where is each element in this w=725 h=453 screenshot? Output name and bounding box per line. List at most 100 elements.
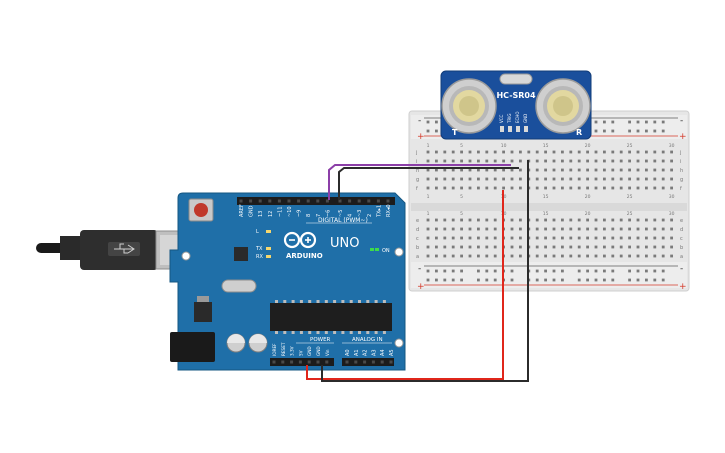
breadboard-hole[interactable]: [636, 150, 640, 154]
rail-hole[interactable]: [636, 278, 640, 282]
breadboard-hole[interactable]: [535, 227, 539, 231]
breadboard-hole[interactable]: [645, 218, 648, 222]
breadboard-hole[interactable]: [451, 227, 455, 231]
breadboard-hole[interactable]: [535, 150, 539, 154]
breadboard-hole[interactable]: [426, 245, 430, 249]
breadboard-hole[interactable]: [493, 254, 497, 258]
breadboard-hole[interactable]: [426, 150, 430, 154]
breadboard-hole[interactable]: [636, 159, 640, 163]
breadboard-hole[interactable]: [661, 236, 665, 240]
analog-pin-hole[interactable]: [389, 360, 393, 364]
breadboard-hole[interactable]: [443, 186, 447, 190]
breadboard-hole[interactable]: [653, 150, 657, 154]
digital-pin-hole[interactable]: [287, 199, 291, 203]
breadboard-hole[interactable]: [628, 168, 631, 172]
breadboard-hole[interactable]: [544, 186, 547, 190]
rail-hole[interactable]: [645, 120, 648, 124]
breadboard-hole[interactable]: [670, 218, 673, 222]
breadboard-hole[interactable]: [603, 150, 606, 154]
breadboard-hole[interactable]: [477, 177, 480, 181]
breadboard-hole[interactable]: [670, 245, 673, 249]
reset-button[interactable]: [188, 198, 214, 222]
breadboard-hole[interactable]: [552, 254, 556, 258]
rail-hole[interactable]: [535, 269, 539, 273]
breadboard-hole[interactable]: [636, 254, 640, 258]
rail-hole[interactable]: [611, 269, 615, 273]
breadboard-hole[interactable]: [552, 218, 556, 222]
breadboard-hole[interactable]: [594, 150, 598, 154]
breadboard-hole[interactable]: [670, 254, 673, 258]
rail-hole[interactable]: [535, 278, 539, 282]
breadboard-hole[interactable]: [561, 150, 564, 154]
breadboard-hole[interactable]: [519, 159, 522, 163]
breadboard-hole[interactable]: [636, 227, 640, 231]
breadboard-hole[interactable]: [661, 150, 665, 154]
breadboard-hole[interactable]: [569, 227, 573, 231]
breadboard-hole[interactable]: [611, 150, 615, 154]
breadboard-hole[interactable]: [653, 177, 657, 181]
rail-hole[interactable]: [645, 129, 648, 133]
rail-hole[interactable]: [594, 278, 598, 282]
breadboard-hole[interactable]: [477, 227, 480, 231]
breadboard-hole[interactable]: [577, 227, 581, 231]
breadboard-hole[interactable]: [561, 245, 564, 249]
breadboard-hole[interactable]: [535, 168, 539, 172]
rail-hole[interactable]: [645, 278, 648, 282]
breadboard-hole[interactable]: [619, 254, 623, 258]
breadboard-hole[interactable]: [577, 159, 581, 163]
breadboard-hole[interactable]: [636, 177, 640, 181]
breadboard-hole[interactable]: [485, 168, 489, 172]
breadboard-hole[interactable]: [443, 177, 447, 181]
sensor-pin[interactable]: [524, 126, 528, 132]
breadboard-hole[interactable]: [443, 218, 447, 222]
rail-hole[interactable]: [561, 269, 564, 273]
digital-pin-hole[interactable]: [239, 199, 243, 203]
breadboard-hole[interactable]: [510, 227, 514, 231]
breadboard-hole[interactable]: [628, 245, 631, 249]
breadboard-hole[interactable]: [502, 186, 505, 190]
breadboard-hole[interactable]: [544, 245, 547, 249]
breadboard-hole[interactable]: [586, 177, 589, 181]
breadboard-hole[interactable]: [502, 177, 505, 181]
rail-hole[interactable]: [661, 269, 665, 273]
breadboard-hole[interactable]: [619, 218, 623, 222]
breadboard-hole[interactable]: [510, 159, 514, 163]
breadboard-hole[interactable]: [493, 186, 497, 190]
breadboard-hole[interactable]: [426, 236, 430, 240]
rail-hole[interactable]: [636, 269, 640, 273]
breadboard-hole[interactable]: [670, 177, 673, 181]
breadboard-hole[interactable]: [569, 177, 573, 181]
breadboard-hole[interactable]: [468, 245, 472, 249]
breadboard-hole[interactable]: [611, 245, 615, 249]
breadboard-hole[interactable]: [577, 177, 581, 181]
breadboard-hole[interactable]: [577, 150, 581, 154]
digital-pin-hole[interactable]: [367, 199, 371, 203]
breadboard-hole[interactable]: [435, 236, 438, 240]
digital-pin-hole[interactable]: [338, 199, 342, 203]
breadboard-hole[interactable]: [544, 254, 547, 258]
breadboard-hole[interactable]: [653, 227, 657, 231]
rail-hole[interactable]: [603, 129, 606, 133]
breadboard-hole[interactable]: [569, 218, 573, 222]
rail-hole[interactable]: [435, 129, 438, 133]
breadboard-hole[interactable]: [502, 150, 505, 154]
breadboard-hole[interactable]: [477, 186, 480, 190]
rail-hole[interactable]: [594, 269, 598, 273]
breadboard-hole[interactable]: [544, 227, 547, 231]
breadboard-hole[interactable]: [468, 236, 472, 240]
rail-hole[interactable]: [603, 269, 606, 273]
breadboard-hole[interactable]: [653, 168, 657, 172]
breadboard-hole[interactable]: [426, 227, 430, 231]
breadboard-hole[interactable]: [485, 236, 489, 240]
rail-hole[interactable]: [477, 269, 480, 273]
breadboard-hole[interactable]: [569, 186, 573, 190]
power-pin-hole[interactable]: [325, 360, 329, 364]
breadboard-hole[interactable]: [628, 177, 631, 181]
breadboard-hole[interactable]: [435, 227, 438, 231]
breadboard-hole[interactable]: [544, 150, 547, 154]
rail-hole[interactable]: [443, 278, 447, 282]
breadboard-hole[interactable]: [552, 159, 556, 163]
breadboard-hole[interactable]: [510, 150, 514, 154]
breadboard-hole[interactable]: [443, 227, 447, 231]
